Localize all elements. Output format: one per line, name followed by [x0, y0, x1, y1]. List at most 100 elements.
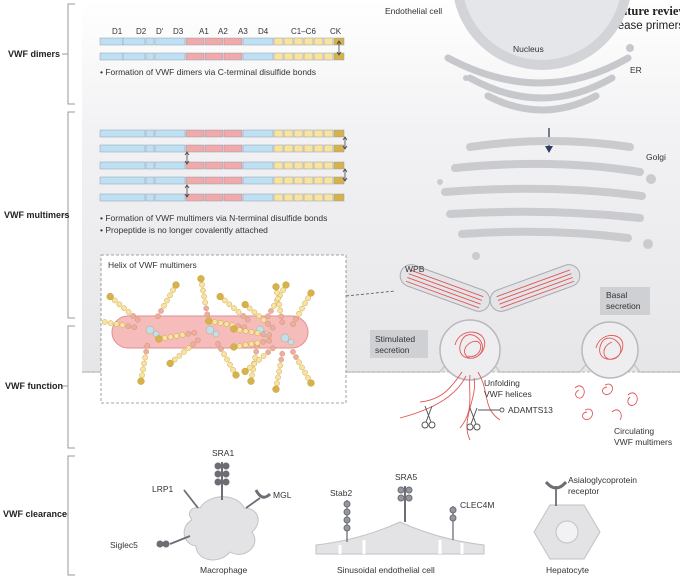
asialoglycoprotein-receptor [544, 480, 568, 506]
helix-arm-bead [278, 356, 284, 363]
helix-arm-bead [236, 343, 243, 349]
note-dimers: • Formation of VWF dimers via C-terminal… [100, 67, 316, 77]
helix-arm-bead [185, 331, 192, 337]
endothelial-cell-label: Endothelial cell [385, 6, 442, 16]
unfolding-label-2: VWF helices [484, 389, 532, 399]
brand-line-2: disease primers [603, 20, 680, 32]
helix-arm-bead [111, 297, 118, 304]
ck-domain [333, 193, 345, 202]
helix-arm-bead [230, 325, 238, 333]
lrp1-label: LRP1 [152, 484, 174, 494]
helix-arm-bead [274, 380, 280, 387]
circulating-label-1: Circulating [614, 426, 654, 436]
helix-arm-bead [125, 309, 132, 315]
helix-arm-bead [275, 374, 281, 381]
helix-arm-bead [290, 321, 296, 327]
helix-arm-bead [272, 385, 280, 393]
helix-arm-bead [279, 319, 286, 326]
c-domain [293, 176, 304, 185]
helix-callout-line [345, 290, 396, 297]
helix-arm-bead [221, 351, 227, 358]
endoplasmic-reticulum [444, 44, 634, 114]
domain-label-d2: D2 [136, 27, 147, 36]
c-domain [273, 52, 284, 61]
helix-arm-bead [231, 305, 237, 311]
helix-arm-bead [296, 359, 302, 366]
section-label-function: VWF function [5, 381, 63, 391]
helix-arm-bead [248, 341, 255, 347]
c-domain [293, 193, 304, 202]
mgl-label: MGL [273, 490, 292, 500]
helix-arm-bead [307, 379, 315, 387]
dprime-domain [145, 144, 155, 153]
helix-arm-bead [216, 292, 224, 301]
section-brackets [62, 3, 75, 576]
asgr-label-2: receptor [568, 486, 599, 496]
helix-arm-bead [299, 364, 305, 371]
helix-arm-bead [171, 356, 178, 363]
a3-domain [223, 176, 243, 185]
ck-domain [333, 129, 345, 138]
helix-hub-bead [145, 325, 155, 335]
d4-domain [242, 129, 274, 138]
helix-arm-bead [197, 275, 205, 283]
helix-arm-bead [276, 301, 282, 308]
d3-domain [154, 193, 186, 202]
asgr-label-1: Asialoglycoprotein [568, 475, 637, 485]
c-domain [283, 176, 294, 185]
helix-arm-bead [164, 297, 170, 304]
helix-arm-bead [274, 289, 280, 296]
macrophage-receptors [156, 462, 272, 548]
helix-arm-bead [191, 329, 198, 336]
siglec5-label: Siglec5 [110, 540, 138, 550]
stimulated-secretion-box [370, 330, 428, 358]
d3-domain [154, 37, 186, 46]
helix-title: Helix of VWF multimers [108, 260, 197, 270]
c-domain [283, 193, 294, 202]
helix-arm-bead [142, 354, 148, 361]
c-domain [303, 176, 314, 185]
helix-arm-bead [269, 345, 276, 352]
c-domain [283, 52, 294, 61]
a1-domain [185, 193, 205, 202]
helix-arm-bead [113, 321, 120, 327]
helix-arm-bead [265, 313, 271, 319]
helix-arm-bead [260, 353, 267, 359]
helix-arm-bead [173, 333, 180, 339]
helix-arm-bead [155, 313, 161, 319]
helix-arm-bead [172, 281, 180, 289]
a1-domain [185, 129, 205, 138]
helix-arm-bead [227, 361, 233, 368]
sinusoid-receptors [343, 486, 457, 542]
c-domain [293, 161, 304, 170]
helix-arm-bead [293, 354, 299, 360]
helix-arm-bead [101, 319, 108, 325]
dprime-domain [145, 52, 155, 61]
helix-arm-bead [217, 320, 224, 326]
helix-arm-bead [226, 301, 233, 308]
hepatocyte-nucleus [555, 520, 579, 544]
basal-secretion-label-2: secretion [606, 301, 641, 311]
d4-domain [242, 161, 274, 170]
brand-line-1: nature reviews [614, 4, 680, 18]
dprime-domain [145, 193, 155, 202]
helix-arm-bead [107, 320, 114, 326]
helix-arm-bead [265, 321, 271, 327]
d2-domain [122, 37, 146, 46]
c-domain [303, 161, 314, 170]
sinusoidal-label: Sinusoidal endothelial cell [337, 565, 435, 575]
helix-arm-bead [265, 349, 271, 355]
c-domain [293, 144, 304, 153]
helix-arm-bead [215, 341, 221, 347]
c-domain [283, 37, 294, 46]
c-domain [323, 161, 334, 170]
wpb-label: WPB [405, 264, 425, 274]
c-domain [303, 37, 314, 46]
multimer-disulfide-arrows [184, 136, 348, 198]
vwf-multimer-strands [99, 129, 345, 202]
stimulated-secretion-label-1: Stimulated [375, 334, 415, 344]
helix-arm-bead [307, 289, 315, 297]
sinusoid-fenestrae [338, 540, 464, 554]
helix-arm-bead [247, 377, 255, 385]
helix-arm-bead [130, 313, 136, 319]
